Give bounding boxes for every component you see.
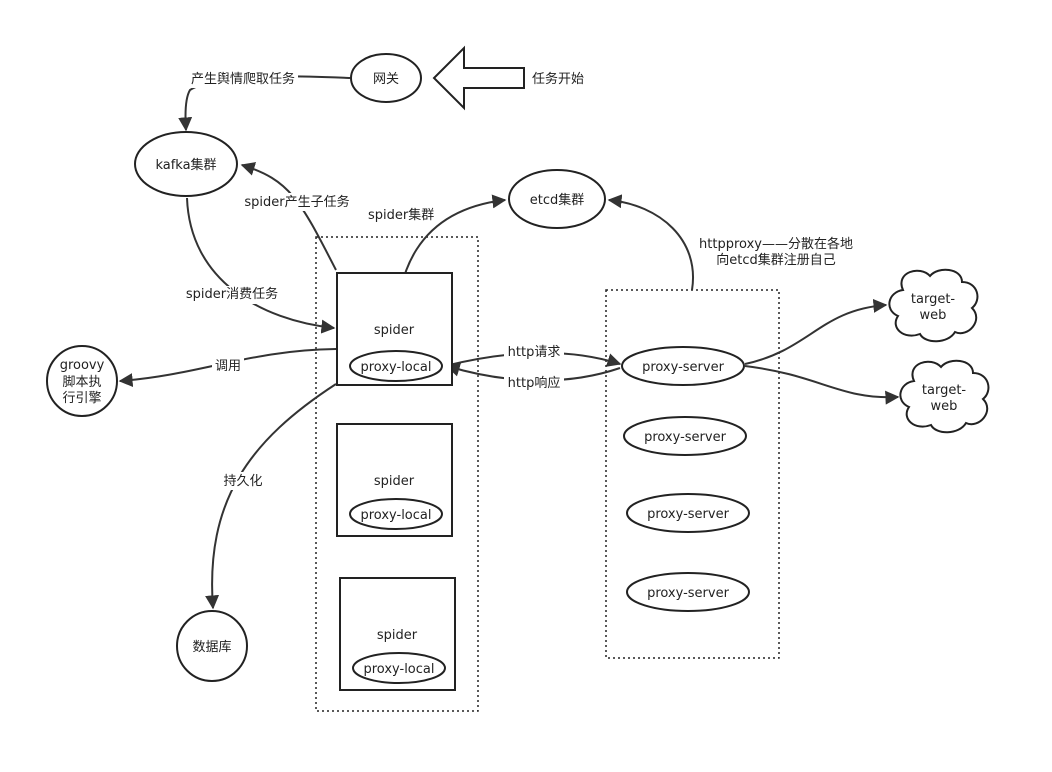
kafka-cluster-label: kafka集群 [155,157,216,173]
proxy-local-label-3: proxy-local [363,662,434,677]
proxy-server-node-4 [626,572,750,612]
spider-label-3: spider [377,628,418,643]
target-web-cloud-1 [888,268,979,343]
edge-spider-to-database [205,383,337,610]
target-web-cloud-2 [899,359,990,434]
target-web-label-2a: target- [922,383,967,398]
proxy-server-label-2: proxy-server [644,430,727,445]
gateway-node [350,53,422,103]
edge-label-http-response: http响应 [508,375,561,391]
edge-label-http-request: http请求 [508,345,561,360]
target-web-label-1b: web [920,308,947,323]
proxy-server-node-1 [621,346,745,386]
edge-label-spider-consume-task: spider消费任务 [186,286,278,302]
etcd-cluster-label: etcd集群 [530,192,585,208]
proxy-local-node-2 [349,498,443,530]
database-label: 数据库 [192,639,231,655]
groovy-engine-label-3: 行引擎 [62,391,101,406]
groovy-engine-node [46,345,118,417]
edge-proxy-server-to-target-web-1 [744,298,888,365]
edge-proxy-server-to-target-web-2 [744,365,900,405]
edge-label-persist: 持久化 [223,474,262,489]
target-web-label-2b: web [931,399,958,414]
edge-label-spider-produce-subtask: spider产生子任务 [244,194,349,210]
kafka-cluster-node [134,131,238,197]
proxy-server-node-3 [626,493,750,533]
task-start-label: 任务开始 [532,71,584,87]
target-web-label-1a: target- [911,292,956,307]
proxy-server-label-4: proxy-server [647,586,730,601]
spider-label-2: spider [374,474,415,489]
groovy-engine-label-2: 脚本执 [62,374,101,390]
proxy-server-label-3: proxy-server [647,507,730,522]
database-node [176,610,248,682]
spider-cluster-label: spider集群 [368,207,434,223]
proxy-server-label-1: proxy-server [642,360,725,375]
proxy-server-node-2 [623,416,747,456]
groovy-engine-label-1: groovy [60,358,105,373]
etcd-cluster-node [508,169,606,229]
gateway-label: 网关 [373,72,399,87]
edge-label-httpproxy-line-2: 向etcd集群注册自己 [716,252,836,268]
proxy-local-node-3 [352,652,446,684]
proxy-local-label-1: proxy-local [360,360,431,375]
edge-proxy-server-to-etcd [607,194,695,291]
edge-label-httpproxy-line-1: httpproxy——分散在各地 [699,236,853,252]
edge-kafka-to-spider [186,197,336,334]
proxy-local-label-2: proxy-local [360,508,431,523]
edge-label-produce-task: 产生舆情爬取任务 [191,71,295,87]
spider-label-1: spider [374,323,415,338]
task-start-arrow-shape [432,45,525,111]
spider-cluster-box [315,236,479,712]
edge-spider-to-kafka [240,162,337,271]
edge-label-invoke: 调用 [215,359,241,374]
proxy-local-node-1 [349,350,443,382]
